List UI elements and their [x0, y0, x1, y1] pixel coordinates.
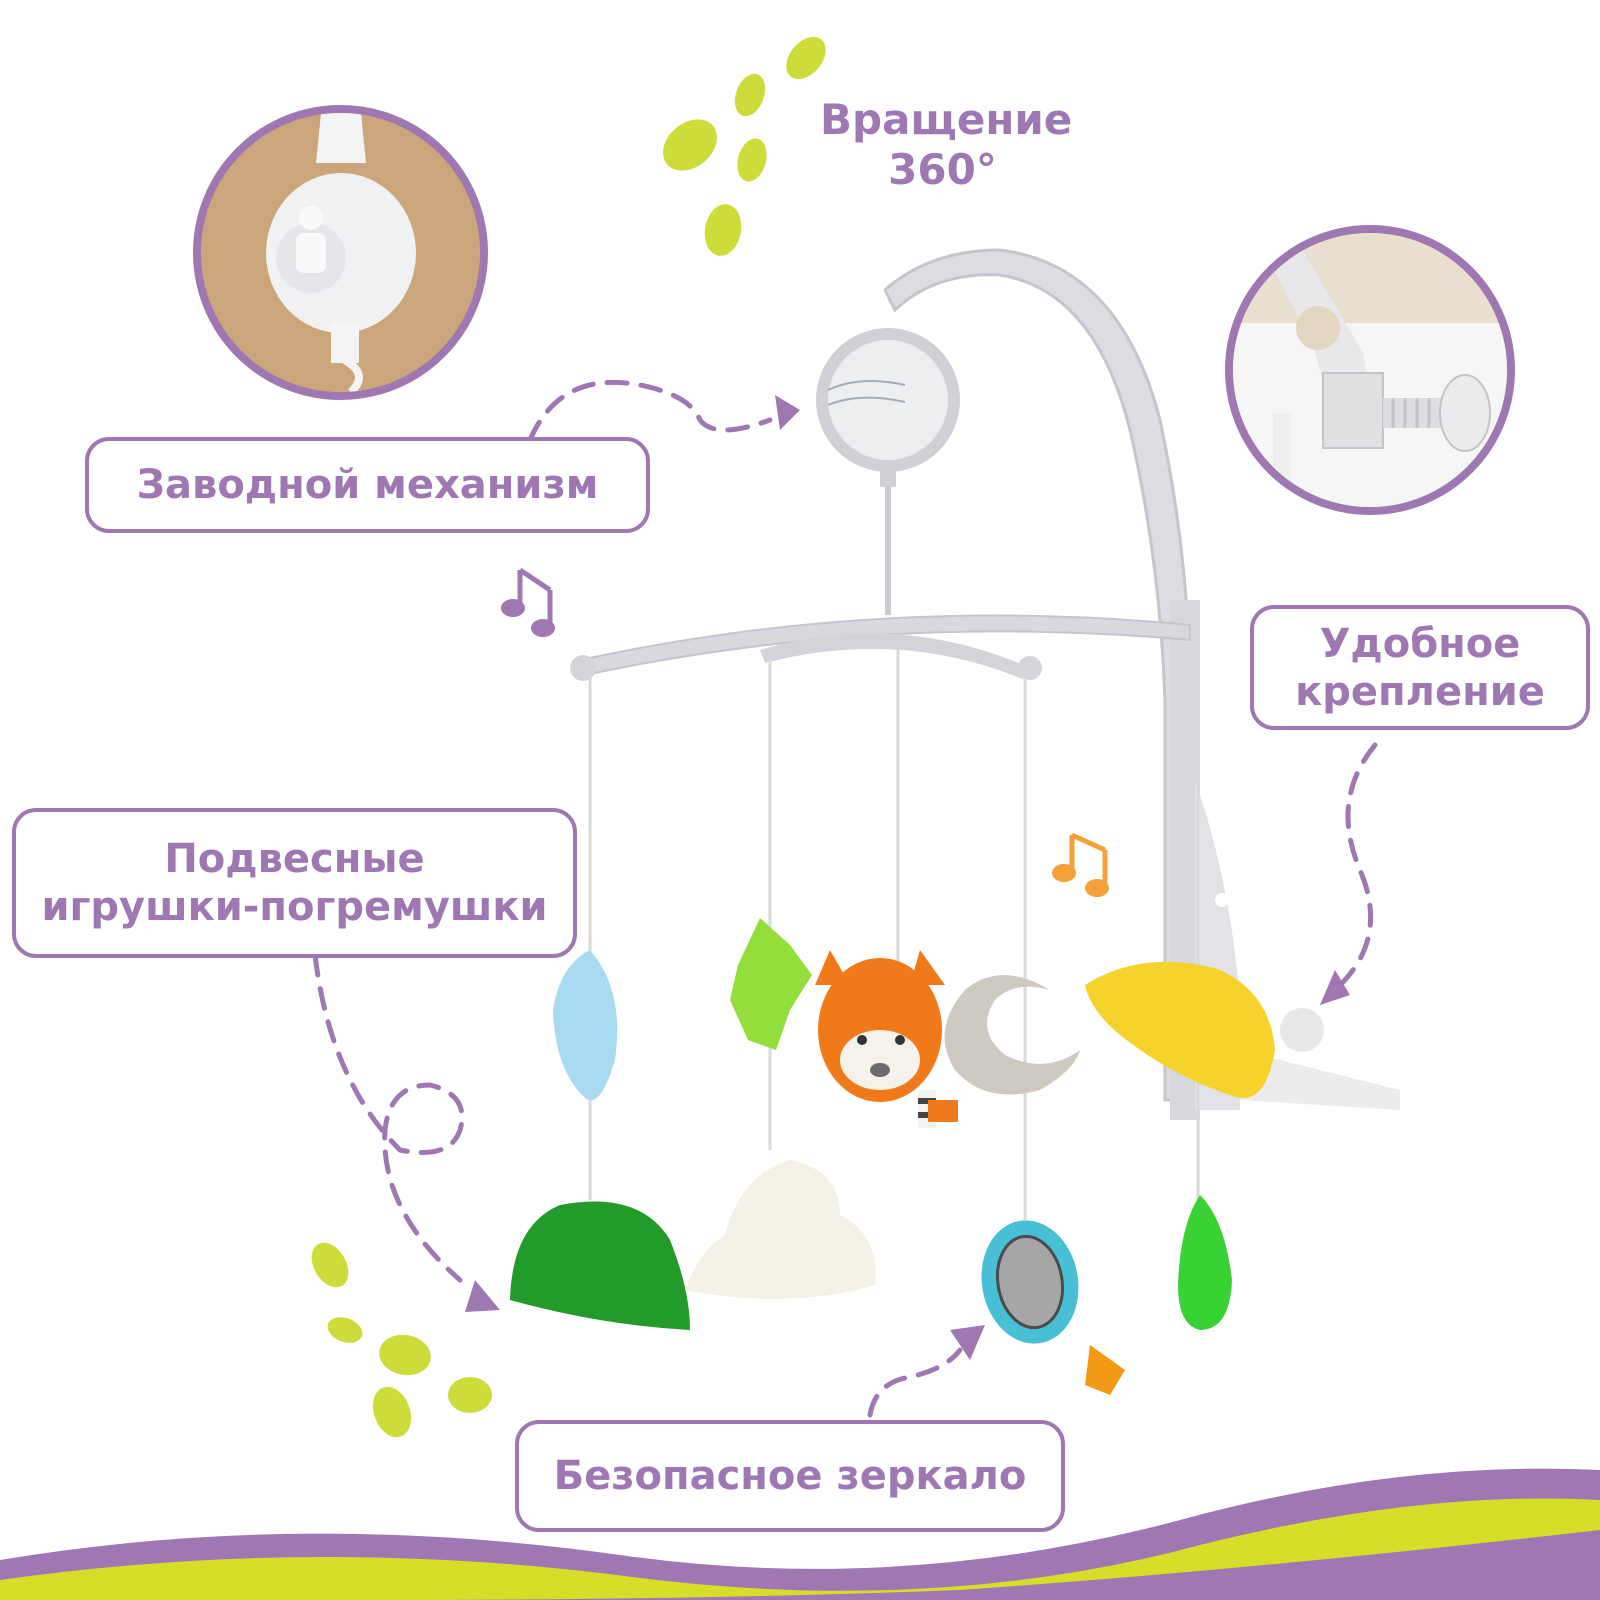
music-note-icon: [1052, 832, 1109, 897]
drop-icon: [734, 73, 766, 117]
drop-icon: [311, 1242, 349, 1288]
toy-green-leaf: [510, 1201, 690, 1330]
drop-icon: [704, 204, 742, 256]
toy-cloud: [685, 1160, 876, 1299]
toy-green-drop: [1178, 1195, 1232, 1330]
winding-mechanism-photo: [193, 105, 488, 400]
arrow-icon: [775, 395, 800, 430]
drop-icon: [327, 1317, 363, 1343]
mount-clamp-photo: [1225, 225, 1515, 515]
drop-icon: [786, 36, 826, 80]
music-note-icon: [501, 567, 555, 637]
winding-mechanism-label: Заводной механизм: [85, 437, 650, 533]
arrow-icon: [465, 1280, 500, 1312]
toy-moon: [944, 975, 1080, 1095]
arrow-icon: [1320, 970, 1350, 1005]
toy-fox: [815, 950, 958, 1128]
arrow-icon: [950, 1325, 985, 1360]
mount-label: Удобное крепление: [1250, 605, 1590, 730]
toy-mirror: [981, 1220, 1125, 1395]
drop-icon: [737, 138, 767, 182]
safe-mirror-label: Безопасное зеркало: [515, 1420, 1065, 1532]
drop-icon: [372, 1386, 412, 1438]
toy-yellow-leaf: [1085, 961, 1275, 1098]
drop-icon: [379, 1334, 431, 1376]
drop-icon: [448, 1377, 492, 1413]
rotation-label: Вращение 360°: [820, 95, 1073, 194]
hanging-toys-label: Подвесные игрушки-погремушки: [12, 808, 577, 958]
toy-blue-leaf: [553, 950, 618, 1101]
drop-icon: [663, 119, 717, 171]
toy-green-star: [730, 918, 812, 1050]
